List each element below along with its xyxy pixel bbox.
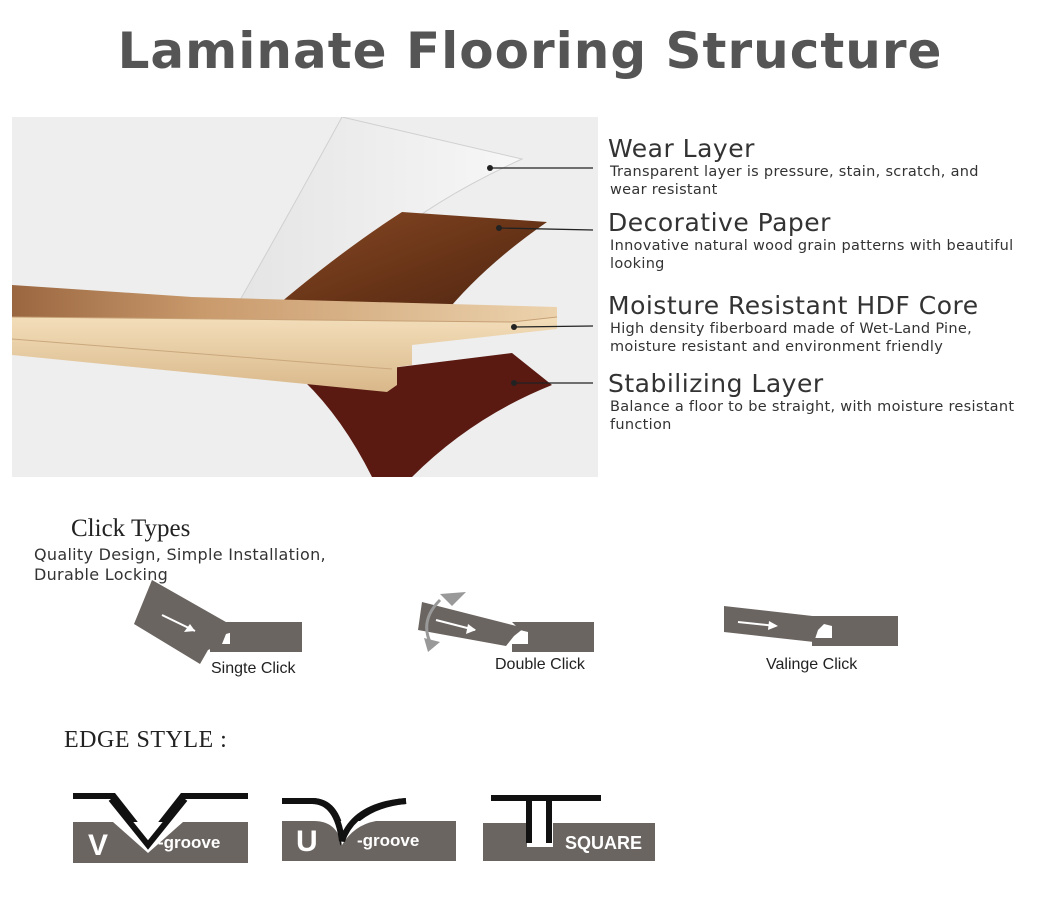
tagline-line-1: Quality Design, Simple Installation, [34, 545, 326, 564]
u-groove-text: -groove [357, 831, 420, 850]
decorative-leader [498, 227, 594, 231]
valinge-click-label: Valinge Click [766, 656, 858, 673]
double-click-label: Double Click [495, 656, 585, 673]
square-graphic [483, 795, 655, 861]
v-groove-graphic [73, 793, 248, 863]
layer-desc-line: function [610, 417, 672, 433]
u-groove-graphic [282, 798, 456, 861]
illustration-tagline: Quality Design, Simple Installation, Dur… [34, 545, 326, 585]
single-click-diagram [134, 580, 302, 664]
layer-desc-line: Transparent layer is pressure, stain, sc… [610, 164, 979, 180]
valinge-click-diagram [724, 606, 898, 646]
v-groove-letter: V [88, 829, 109, 862]
u-groove-edge: U -groove [282, 797, 456, 861]
double-click-diagram [418, 592, 594, 652]
layer-desc-line: High density fiberboard made of Wet-Land… [610, 321, 973, 337]
hdf-leader [513, 325, 594, 328]
single-click-label: Singte Click [211, 660, 296, 677]
v-groove-text: -groove [158, 833, 221, 852]
layer-name: Moisture Resistant HDF Core [608, 291, 979, 320]
layer-desc-line: moisture resistant and environment frien… [610, 339, 944, 355]
layer-desc-line: Balance a floor to be straight, with moi… [610, 399, 1015, 415]
layer-desc-line: wear resistant [610, 182, 718, 198]
v-groove-edge: V -groove [73, 793, 248, 863]
layer-decorative: Decorative Paper Innovative natural wood… [608, 209, 1050, 273]
square-text: SQUARE [565, 833, 643, 853]
square-edge: SQUARE [483, 795, 655, 861]
edge-style-heading: EDGE STYLE : [64, 727, 228, 753]
layer-desc-line: looking [610, 256, 665, 272]
layer-wear: Wear Layer Transparent layer is pressure… [608, 135, 1050, 199]
click-types-graphics [134, 580, 898, 664]
decorative-paper-shape [252, 212, 547, 327]
layer-name: Wear Layer [608, 134, 755, 163]
hdf-side-shape [12, 317, 557, 392]
tagline-line-2: Durable Locking [34, 565, 169, 584]
layer-hdf-core: Moisture Resistant HDF Core High density… [608, 292, 1050, 356]
page-title: Laminate Flooring Structure [117, 22, 943, 80]
laminate-layers-graphic [12, 117, 558, 477]
layer-desc-line: Innovative natural wood grain patterns w… [610, 238, 1014, 254]
u-groove-letter: U [296, 825, 318, 858]
hdf-top-shape [12, 285, 557, 322]
laminate-illustration: Quality Design, Simple Installation, Dur… [12, 117, 598, 584]
layer-name: Decorative Paper [608, 208, 831, 237]
layer-name: Stabilizing Layer [608, 369, 824, 398]
layer-stabilizing: Stabilizing Layer Balance a floor to be … [608, 370, 1050, 434]
click-types-heading: Click Types [71, 515, 191, 542]
